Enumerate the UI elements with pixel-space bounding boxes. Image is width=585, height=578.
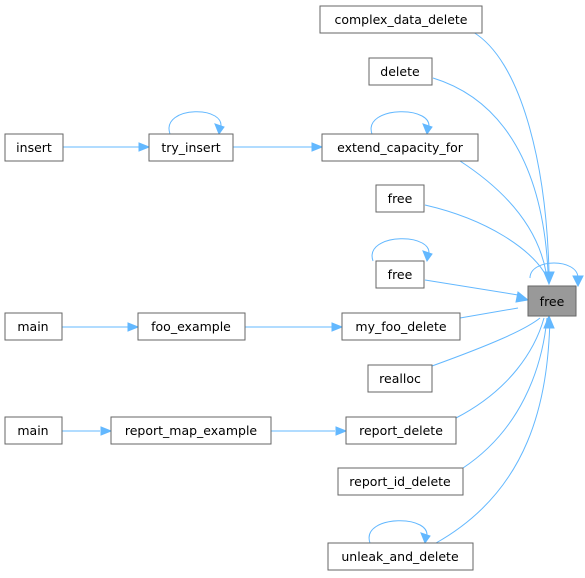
node-label: complex_data_delete xyxy=(334,12,467,27)
node-try-insert[interactable]: try_insert xyxy=(148,133,234,162)
arrow-into-free-top xyxy=(543,271,555,286)
arrow-to-try-insert xyxy=(138,142,151,152)
arrow-to-report-map-example xyxy=(100,426,113,436)
arrow-extend-self xyxy=(422,123,433,136)
arrow-to-extend xyxy=(311,142,324,152)
edge-unleak-to-free xyxy=(435,317,551,544)
arrow-to-report-delete xyxy=(335,426,348,436)
node-free-1[interactable]: free xyxy=(375,184,425,213)
node-free-2[interactable]: free xyxy=(375,260,425,289)
node-unleak-and-delete[interactable]: unleak_and_delete xyxy=(327,542,474,571)
edge-report-id-delete-to-free xyxy=(462,317,548,469)
arrow-unleak-self xyxy=(420,532,431,545)
edge-extend-to-free xyxy=(459,160,547,273)
arrow-into-free-left xyxy=(515,291,530,303)
arrow-try-insert-self xyxy=(214,123,225,136)
node-label: report_map_example xyxy=(125,423,258,438)
edge-my-foo-delete-to-free xyxy=(459,307,519,319)
node-realloc[interactable]: realloc xyxy=(367,364,433,393)
arrow-free-self xyxy=(572,275,584,288)
edge-unleak-self xyxy=(368,520,428,544)
node-label: my_foo_delete xyxy=(355,319,446,334)
node-label: free xyxy=(388,267,413,282)
node-label: try_insert xyxy=(161,140,220,155)
node-report-id-delete[interactable]: report_id_delete xyxy=(337,467,464,496)
node-label: report_delete xyxy=(359,423,443,438)
node-label: main xyxy=(17,319,48,334)
node-label: delete xyxy=(380,64,420,79)
arrow-to-foo-example xyxy=(127,322,140,332)
node-label: report_id_delete xyxy=(349,474,451,489)
node-main-1[interactable]: main xyxy=(4,312,63,341)
node-main-2[interactable]: main xyxy=(4,416,63,445)
edge-free2-self xyxy=(371,238,430,262)
node-extend-capacity-for[interactable]: extend_capacity_for xyxy=(321,133,479,162)
edges xyxy=(62,31,579,544)
edge-free2-to-free xyxy=(424,279,519,296)
edge-realloc-to-free xyxy=(431,317,541,367)
edge-free1-to-free xyxy=(424,204,545,273)
edge-free-self xyxy=(529,262,579,279)
arrow-to-my-foo-delete xyxy=(331,322,344,332)
node-label: unleak_and_delete xyxy=(341,549,459,564)
arrowheads xyxy=(100,123,584,545)
node-label: free xyxy=(388,191,413,206)
arrow-free2-self xyxy=(422,250,433,263)
node-report-map-example[interactable]: report_map_example xyxy=(110,416,272,445)
node-delete[interactable]: delete xyxy=(368,57,433,86)
edge-complex-data-delete-to-free xyxy=(472,31,550,273)
node-label: insert xyxy=(16,140,52,155)
edge-delete-to-free xyxy=(432,77,549,273)
node-insert[interactable]: insert xyxy=(4,133,64,162)
node-free-target[interactable]: free xyxy=(527,285,577,317)
edge-report-delete-to-free xyxy=(455,317,545,419)
edge-try-insert-self xyxy=(168,111,222,135)
node-label: free xyxy=(540,294,565,309)
node-complex-data-delete[interactable]: complex_data_delete xyxy=(319,5,483,34)
node-label: realloc xyxy=(379,371,421,386)
node-label: foo_example xyxy=(151,319,231,334)
arrow-into-free-bottom xyxy=(543,314,555,329)
node-label: main xyxy=(17,423,48,438)
nodes: complex_data_delete delete insert try_in… xyxy=(4,5,577,571)
node-label: extend_capacity_for xyxy=(337,140,464,155)
node-foo-example[interactable]: foo_example xyxy=(137,312,246,341)
edge-extend-self xyxy=(370,111,430,135)
node-my-foo-delete[interactable]: my_foo_delete xyxy=(341,312,461,341)
node-report-delete[interactable]: report_delete xyxy=(345,416,457,445)
